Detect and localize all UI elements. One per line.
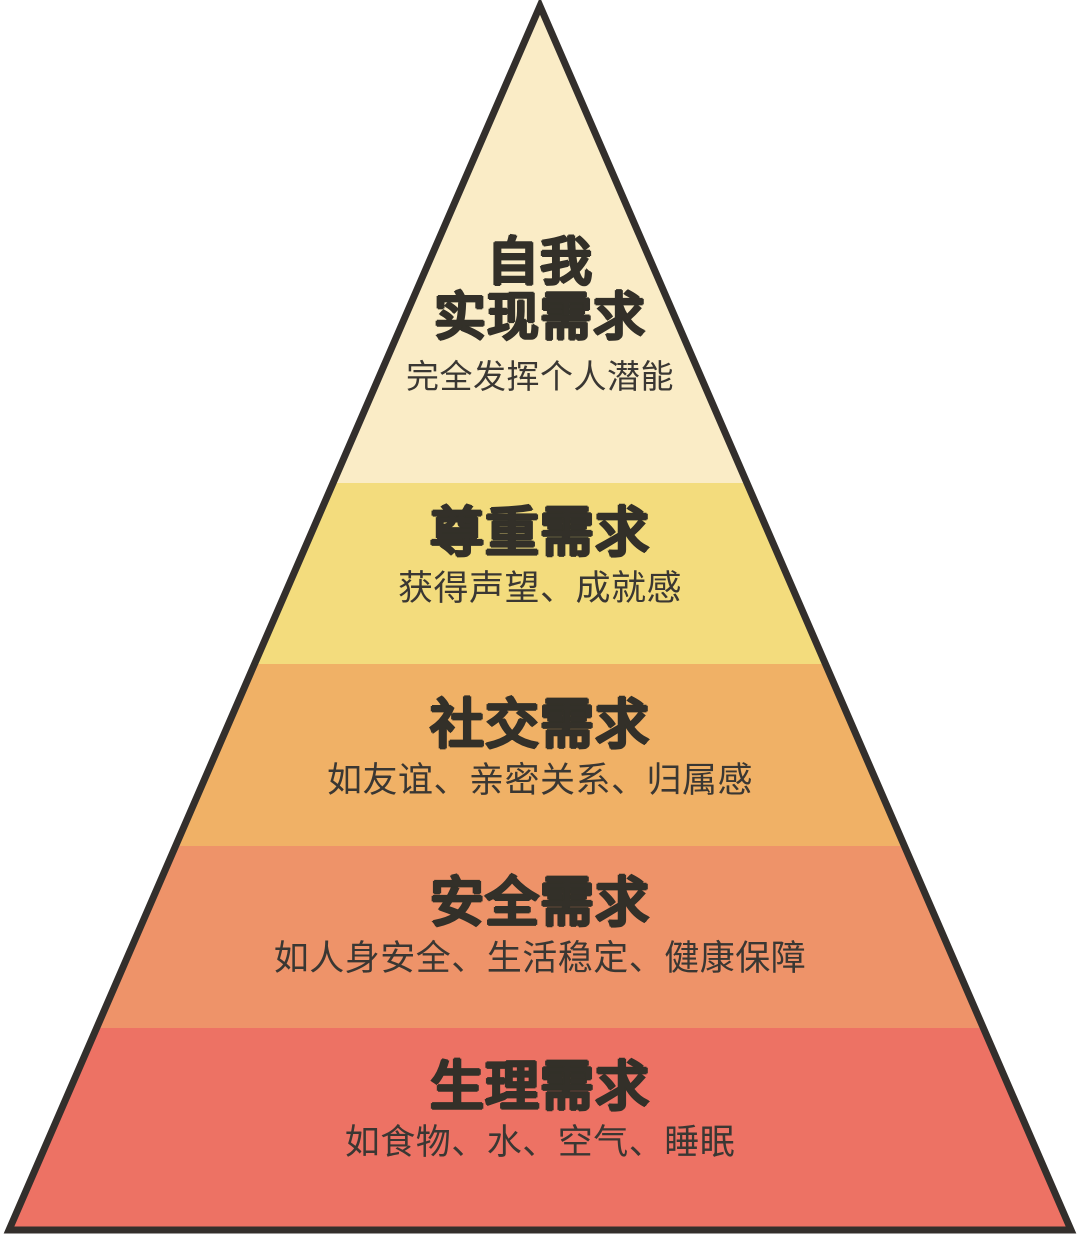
tier-title-social: 社交需求 — [0, 696, 1080, 753]
tier-band-physiological[interactable] — [0, 1028, 1080, 1234]
tier-label-esteem[interactable]: 尊重需求 获得声望、成就感 — [0, 504, 1080, 608]
tier-label-safety[interactable]: 安全需求 如人身安全、生活稳定、健康保障 — [0, 874, 1080, 978]
tier-title-line-1: 尊重需求 — [430, 501, 650, 564]
tier-label-social[interactable]: 社交需求 如友谊、亲密关系、归属感 — [0, 696, 1080, 800]
tier-title-line-1: 生理需求 — [430, 1055, 650, 1118]
tier-title-line-1: 社交需求 — [430, 693, 650, 756]
tier-title-esteem: 尊重需求 — [0, 504, 1080, 561]
tier-title-line-1: 自我 — [486, 233, 593, 293]
tier-band-safety[interactable] — [0, 846, 1080, 1028]
tier-subtitle-esteem: 获得声望、成就感 — [397, 569, 682, 610]
tier-label-self-actualization[interactable]: 自我 实现需求 完全发挥个人潜能 — [0, 233, 1080, 397]
tier-subtitle-safety: 如人身安全、生活稳定、健康保障 — [273, 939, 807, 980]
tier-subtitle-social: 如友谊、亲密关系、归属感 — [326, 761, 753, 802]
tier-title-line-2: 实现需求 — [433, 288, 646, 349]
tier-title-physiological: 生理需求 — [0, 1058, 1080, 1115]
pyramid-outline — [3, 0, 1077, 1234]
tier-label-physiological[interactable]: 生理需求 如食物、水、空气、睡眠 — [0, 1058, 1080, 1162]
tier-title-line-1: 安全需求 — [430, 871, 650, 934]
tier-title-safety: 安全需求 — [0, 874, 1080, 931]
tier-subtitle-self-actualization: 完全发挥个人潜能 — [406, 357, 674, 397]
tier-title-self-actualization: 自我 实现需求 — [0, 233, 1080, 349]
tier-subtitle-physiological: 如食物、水、空气、睡眠 — [344, 1123, 736, 1164]
